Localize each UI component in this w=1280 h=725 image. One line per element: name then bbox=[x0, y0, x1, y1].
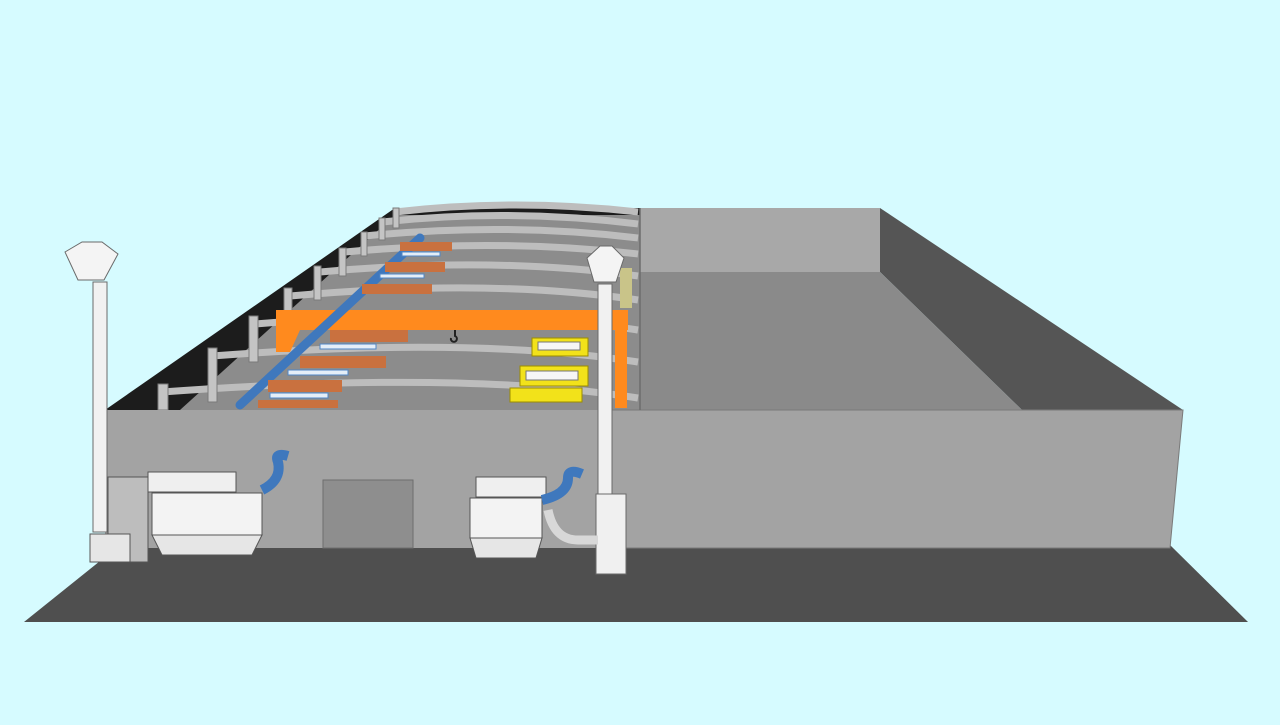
right-exhaust-stack bbox=[586, 245, 627, 575]
dust-collector-left bbox=[89, 449, 290, 563]
crane-hook bbox=[449, 330, 458, 343]
enclosure-back-wall bbox=[640, 208, 880, 272]
enclosure-floor bbox=[640, 272, 1022, 410]
yellow-unit-shells bbox=[525, 341, 581, 381]
enclosure-side-wall-inner bbox=[880, 208, 1183, 410]
burner-rows bbox=[258, 242, 452, 408]
enclosure-front-wall bbox=[611, 409, 1184, 549]
crane-end-truck bbox=[276, 330, 300, 352]
hall-door bbox=[322, 479, 414, 549]
crane-rail-right bbox=[615, 330, 627, 408]
burner-pipes bbox=[269, 251, 441, 399]
dust-collector-middle bbox=[469, 466, 598, 559]
ground-plane bbox=[24, 545, 1248, 622]
overhead-crane bbox=[276, 310, 628, 330]
left-exhaust-stack bbox=[64, 241, 119, 533]
yellow-riser bbox=[620, 268, 632, 308]
